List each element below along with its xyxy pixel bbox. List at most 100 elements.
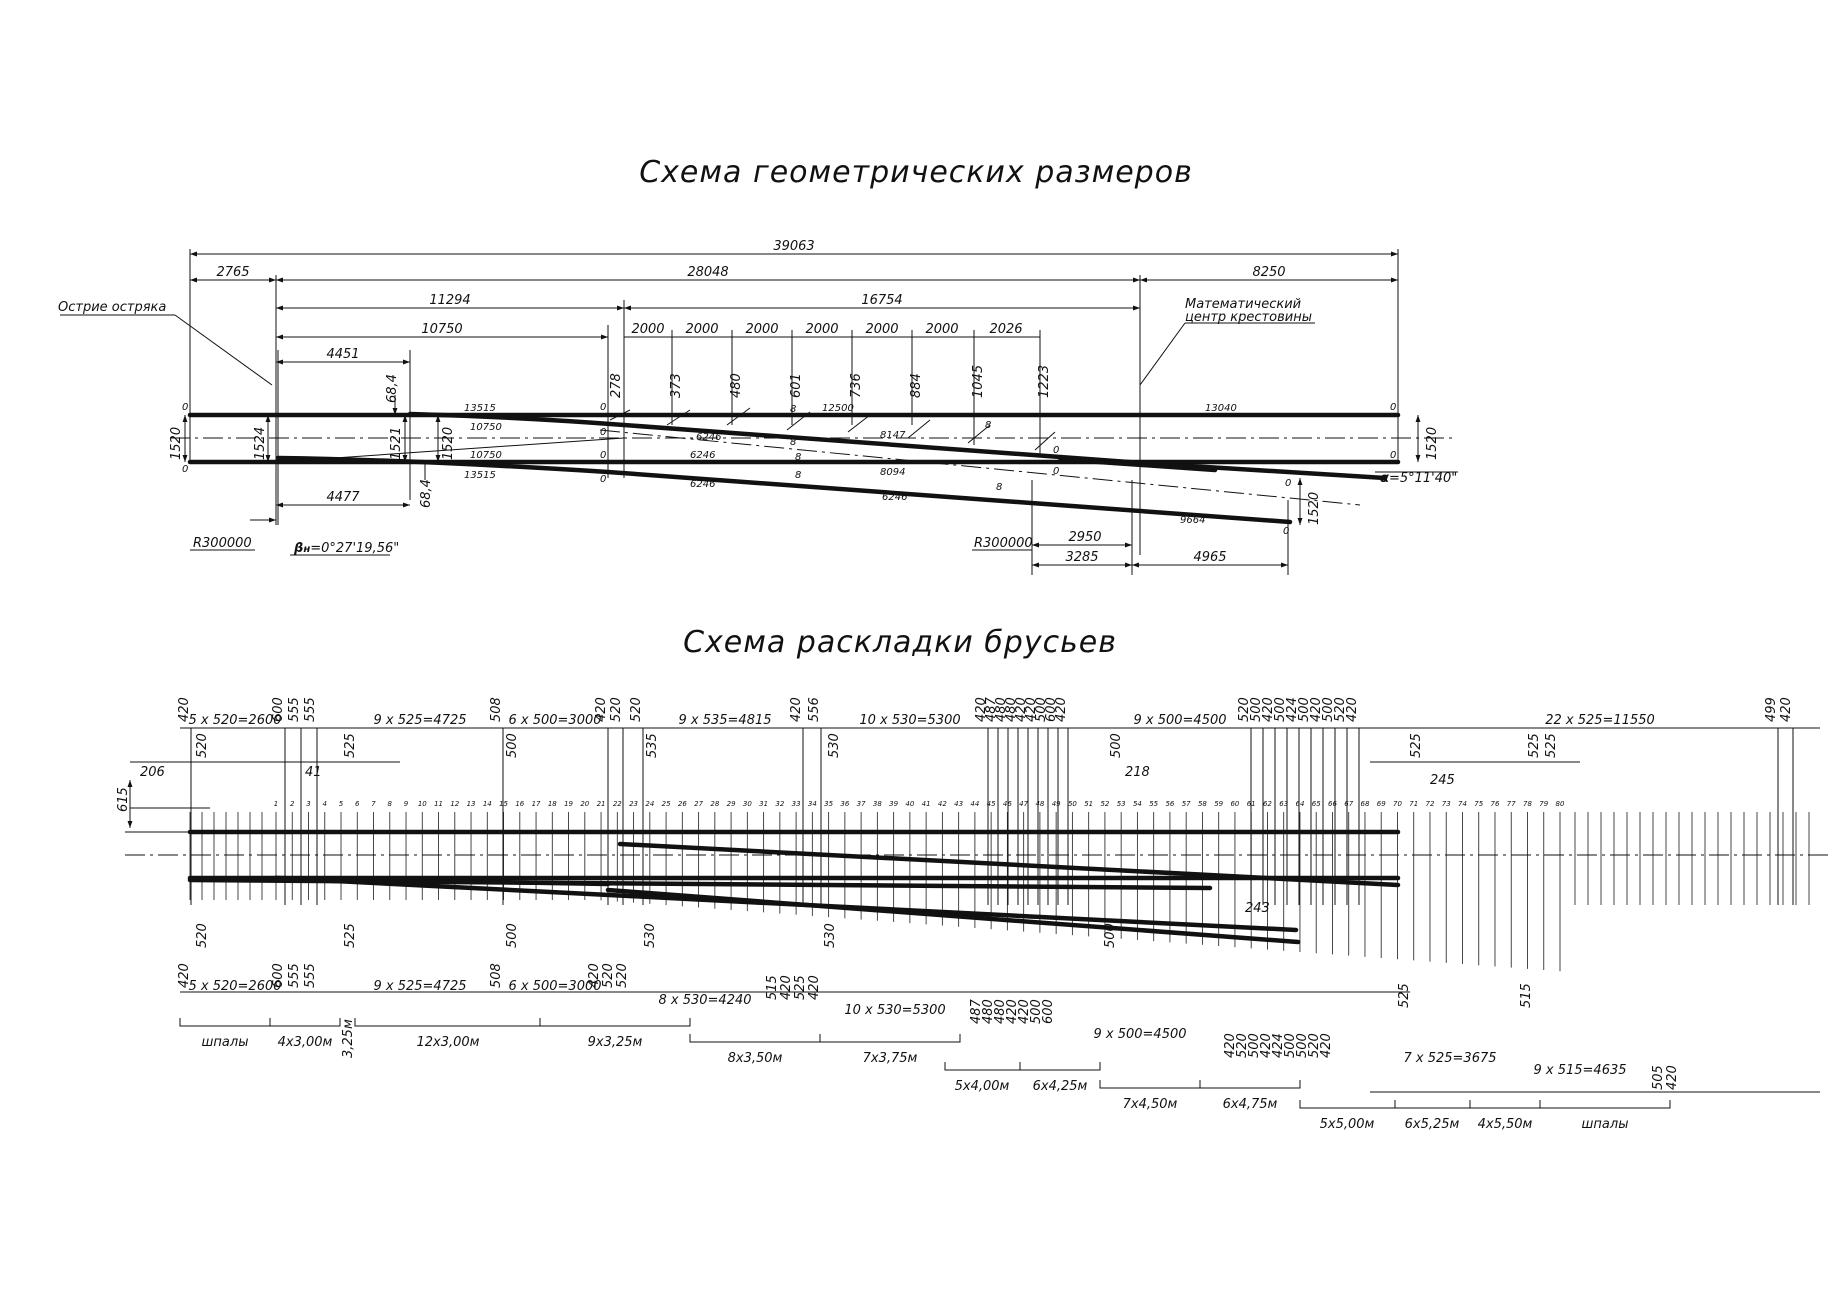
- tie-dim-bottom: 420: [1665, 1065, 1680, 1090]
- tie-scheme-rail: [187, 877, 1213, 891]
- ordinate-value: 736: [849, 373, 864, 398]
- tie-number: 23: [629, 800, 638, 808]
- tie-number: 21: [597, 800, 606, 808]
- tie-dim-bottom: 520: [615, 963, 630, 988]
- tie-dim-bottom: 508: [489, 963, 504, 988]
- tie-number: 64: [1295, 800, 1304, 808]
- tie-number: 63: [1279, 800, 1288, 808]
- tie-dim-bottom: 600: [271, 963, 286, 988]
- rail-length: 12500: [822, 403, 854, 414]
- geometry-extension-lines: [189, 249, 1399, 575]
- tie-number: 6: [355, 800, 360, 808]
- tie-group-top: 6 x 500=3000: [508, 713, 601, 728]
- tie-number: 39: [889, 800, 898, 808]
- tie-number: 77: [1507, 800, 1516, 808]
- tie-length-label: 6x5,25м: [1405, 1117, 1460, 1132]
- tie-number: 47: [1019, 800, 1028, 808]
- tie-number: 57: [1182, 800, 1191, 808]
- tie-dim-bottom: 420: [1005, 999, 1020, 1024]
- tie-number: 19: [564, 800, 573, 808]
- tie-dim-bottom-upper: 525: [343, 923, 358, 948]
- tie-dim-bottom: 480: [993, 999, 1008, 1024]
- tie-number: 22: [613, 800, 622, 808]
- tie-group-bottom: 9 x 525=4725: [373, 979, 466, 994]
- dim-4965: 4965: [1193, 550, 1226, 565]
- tie-dim-top: 500: [1273, 697, 1288, 722]
- tie-number: 43: [954, 800, 963, 808]
- tie-dim-bottom: 555: [303, 963, 318, 988]
- tie-dim-top: 420: [1024, 697, 1039, 722]
- tie-dim-top: 420: [594, 697, 609, 722]
- tie-number: 36: [840, 800, 849, 808]
- tie-number: 35: [824, 800, 833, 808]
- tie-dim-top: 520: [629, 697, 644, 722]
- ordinate-step: 2000: [685, 322, 718, 337]
- tie-dim-top: 480: [994, 697, 1009, 722]
- tie-dim-top-lower: 525: [1544, 733, 1559, 758]
- tie-number: 45: [987, 800, 996, 808]
- geometry-rails: [187, 411, 1401, 525]
- tie-dim-bottom: 500: [1029, 999, 1044, 1024]
- tie-number: 5: [339, 800, 344, 808]
- rail-length: 8094: [880, 467, 905, 478]
- offset-dim: 41: [305, 765, 322, 780]
- zero-mark: 0: [1053, 466, 1059, 477]
- tie-number: 40: [905, 800, 914, 808]
- tie-dim-top: 500: [1249, 697, 1264, 722]
- tie-dim-bottom: 480: [981, 999, 996, 1024]
- eight-mark: 8: [795, 470, 801, 481]
- tie-dim-top: 487: [984, 696, 999, 722]
- ordinate-step: 2000: [805, 322, 838, 337]
- rail-length: 13515: [464, 403, 496, 414]
- radius-right-label: R300000: [974, 536, 1033, 551]
- zero-mark: 0: [1053, 445, 1059, 456]
- tie-number: 55: [1149, 800, 1158, 808]
- tie-dimension-chains: [127, 727, 1820, 1093]
- ordinate-step: 2026: [989, 322, 1022, 337]
- dim-switch-len: 4451: [326, 347, 359, 362]
- tie-number: 60: [1230, 800, 1239, 808]
- tie-group-bottom: 9 x 500=4500: [1093, 1027, 1186, 1042]
- dim-switch-len-low: 4477: [326, 490, 360, 505]
- tie-length-label: 8x3,50м: [728, 1051, 783, 1066]
- tie-number: 74: [1458, 800, 1467, 808]
- tie-dim-top: 500: [1034, 697, 1049, 722]
- tie-dim-bottom: 424: [1271, 1033, 1286, 1058]
- tie-number: 34: [808, 800, 817, 808]
- tie-number: 49: [1052, 800, 1061, 808]
- tie-dim-bottom-upper: 515: [1519, 983, 1534, 1008]
- tie-number: 2: [290, 800, 295, 808]
- rail-length: 13040: [1205, 403, 1237, 414]
- tie-dim-bottom-upper: 500: [1103, 923, 1118, 948]
- tie-number: 65: [1312, 800, 1321, 808]
- tie-group-bottom: 8 x 530=4240: [658, 993, 751, 1008]
- tie-number: 37: [857, 800, 866, 808]
- offset-dim: 245: [1430, 773, 1455, 788]
- tie-dim-top: 420: [1309, 697, 1324, 722]
- tie-number: 48: [1035, 800, 1044, 808]
- dim-3285: 3285: [1065, 550, 1098, 565]
- tie-group-top: 9 x 525=4725: [373, 713, 466, 728]
- dim-rear: 8250: [1252, 265, 1285, 280]
- tie-number: 12: [450, 800, 459, 808]
- tie-number: 11: [434, 800, 443, 808]
- tie-scheme-rail: [605, 887, 1301, 945]
- tie-dim-top: 600: [1044, 697, 1059, 722]
- tie-number: 7: [371, 800, 376, 808]
- tie-dim-bottom-upper: 525: [1397, 983, 1412, 1008]
- tie-dim-top: 508: [489, 697, 504, 722]
- tie-length-label: 6x4,25м: [1033, 1079, 1088, 1094]
- tie-number: 70: [1393, 800, 1402, 808]
- tie-dim-top: 520: [1237, 697, 1252, 722]
- ordinate-value: 884: [909, 373, 924, 398]
- tie-group-top: 9 x 500=4500: [1133, 713, 1226, 728]
- ordinate-value: 1223: [1037, 365, 1052, 398]
- rail-length: 13515: [464, 470, 496, 481]
- tie-length-label: 9x3,25м: [588, 1035, 643, 1050]
- gauge-1521: 1521: [389, 427, 404, 460]
- ordinate-step: 2000: [865, 322, 898, 337]
- tie-length-label: 12x3,00м: [417, 1035, 480, 1050]
- radius-left-label: R300000: [193, 536, 252, 551]
- tie-dim-top: 480: [1004, 697, 1019, 722]
